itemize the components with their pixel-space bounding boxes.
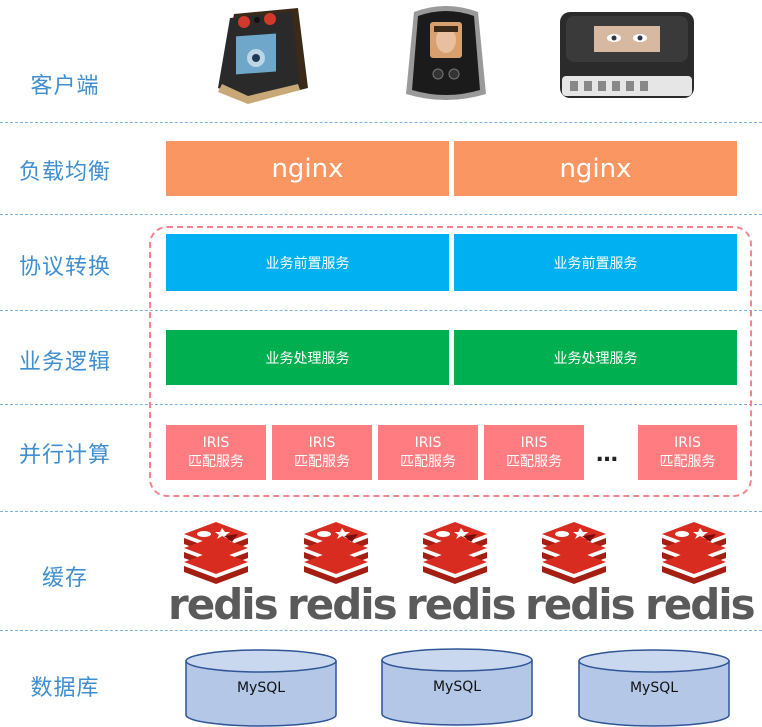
redis-label: redis xyxy=(645,580,756,629)
redis-logo-icon xyxy=(184,522,248,584)
divider xyxy=(0,214,762,215)
mysql-label: MySQL xyxy=(433,679,481,695)
front-service-1: 业务前置服务 xyxy=(166,234,449,291)
face-terminal-device-1 xyxy=(218,8,308,104)
iris-subtitle: 匹配服务 xyxy=(188,453,244,470)
mysql-database-2: MySQL xyxy=(381,648,533,726)
iris-title: IRIS xyxy=(520,434,548,451)
face-terminal-device-2 xyxy=(406,6,486,100)
redis-label: redis xyxy=(525,580,636,629)
redis-label: redis xyxy=(287,580,398,629)
iris-match-service-4: IRIS 匹配服务 xyxy=(484,425,584,480)
mysql-database-3: MySQL xyxy=(578,649,730,727)
iris-match-service-3: IRIS 匹配服务 xyxy=(378,425,478,480)
process-service-1: 业务处理服务 xyxy=(166,330,449,385)
layer-label-client: 客户端 xyxy=(30,74,100,99)
iris-camera-device xyxy=(560,12,694,98)
iris-subtitle: 匹配服务 xyxy=(659,453,716,470)
iris-match-service-1: IRIS 匹配服务 xyxy=(166,425,266,480)
layer-label-database: 数据库 xyxy=(30,676,100,701)
nginx-node-1: nginx xyxy=(166,141,449,196)
iris-title: IRIS xyxy=(674,434,701,451)
layer-label-protocol: 协议转换 xyxy=(18,255,111,280)
divider xyxy=(0,511,762,512)
redis-logo-icon xyxy=(423,522,487,584)
service-group-frame xyxy=(149,226,752,497)
divider xyxy=(0,122,762,123)
iris-title: IRIS xyxy=(202,434,230,451)
redis-logo-icon xyxy=(662,522,726,584)
divider xyxy=(0,630,762,631)
divider xyxy=(0,310,762,311)
process-service-2: 业务处理服务 xyxy=(454,330,737,385)
iris-subtitle: 匹配服务 xyxy=(506,453,562,470)
divider xyxy=(0,404,762,405)
iris-subtitle: 匹配服务 xyxy=(400,453,456,470)
layer-label-logic: 业务逻辑 xyxy=(18,350,111,375)
layer-label-parallel: 并行计算 xyxy=(18,443,111,468)
mysql-label: MySQL xyxy=(237,680,285,696)
mysql-database-1: MySQL xyxy=(185,649,337,727)
layer-label-cache: 缓存 xyxy=(41,566,88,591)
redis-label: redis xyxy=(406,580,517,629)
redis-logo-icon xyxy=(542,522,606,584)
more-ellipsis: … xyxy=(596,442,619,467)
nginx-node-2: nginx xyxy=(454,141,737,196)
front-service-2: 业务前置服务 xyxy=(454,234,737,291)
redis-logo-icon xyxy=(304,522,368,584)
iris-title: IRIS xyxy=(308,434,336,451)
redis-label: redis xyxy=(168,580,279,629)
iris-match-service-5: IRIS 匹配服务 xyxy=(638,425,737,480)
iris-subtitle: 匹配服务 xyxy=(294,453,350,470)
mysql-label: MySQL xyxy=(630,680,678,696)
iris-title: IRIS xyxy=(414,434,442,451)
layer-label-load-balance: 负载均衡 xyxy=(18,160,111,185)
iris-match-service-2: IRIS 匹配服务 xyxy=(272,425,372,480)
